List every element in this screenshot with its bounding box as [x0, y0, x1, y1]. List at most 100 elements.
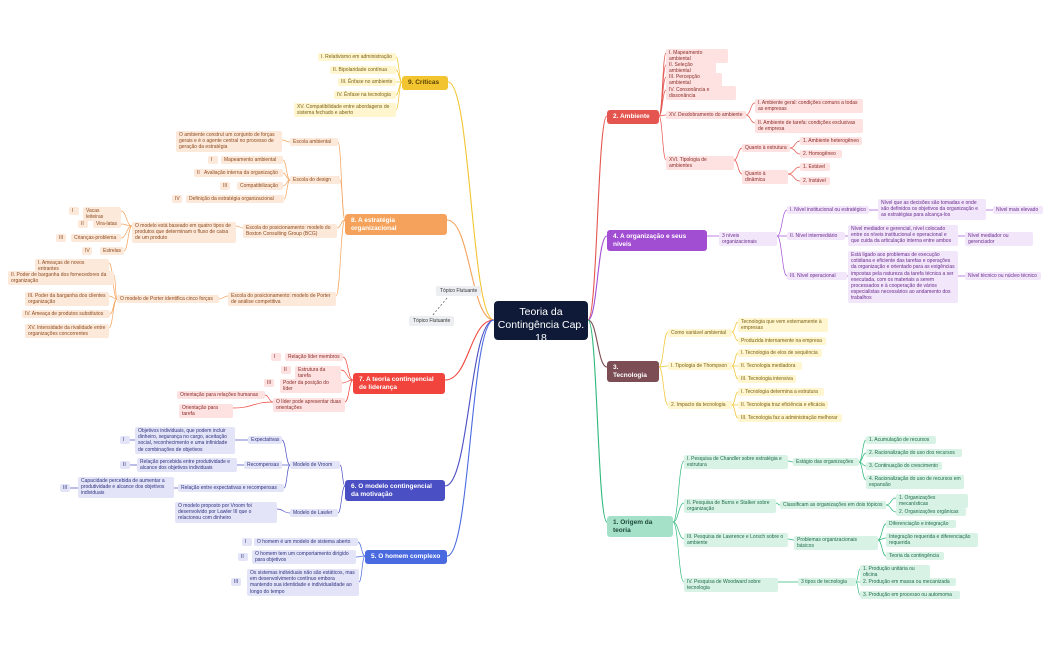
estrategia-subtopic[interactable]: II	[194, 169, 204, 178]
homem-subtopic[interactable]: O homem é um modelo de sistema aberto	[254, 538, 358, 547]
motivacao-subtopic[interactable]: III	[60, 484, 70, 493]
estrategia-subtopic[interactable]: IV	[172, 195, 182, 204]
motivacao-subtopic[interactable]: Recompensas	[244, 461, 282, 470]
main-topic-origem[interactable]: 1. Origem da teoria	[607, 516, 673, 537]
tecnologia-subtopic[interactable]: III. Tecnologia intensiva	[738, 375, 796, 384]
motivacao-subtopic[interactable]: Expectativas	[248, 436, 282, 445]
lideranca-subtopic[interactable]: II	[281, 366, 291, 375]
origem-subtopic[interactable]: IV. Pesquisa de Woodward sobre tecnologi…	[684, 578, 778, 593]
tecnologia-subtopic[interactable]: Tecnologia que vem externamente à empres…	[738, 318, 828, 333]
estrategia-subtopic[interactable]: III	[56, 234, 66, 243]
tecnologia-subtopic[interactable]: 2. Impacto da tecnologia	[668, 401, 732, 410]
motivacao-subtopic[interactable]: Capacidade percebida de aumentar a produ…	[78, 477, 174, 498]
lideranca-subtopic[interactable]: Orientação para tarefa	[179, 404, 233, 419]
motivacao-subtopic[interactable]: Modelo de Lawler	[290, 509, 338, 518]
estrategia-subtopic[interactable]: O modelo está baseado em quatro tipos de…	[132, 222, 236, 243]
origem-subtopic[interactable]: 2. Racionalização do uso dos recursos	[866, 449, 962, 458]
estrategia-subtopic[interactable]: III. Poder da barganha dos clientes orga…	[25, 292, 109, 307]
ambiente-subtopic[interactable]: I. Ambiente geral: condições comuns a to…	[755, 99, 863, 114]
lideranca-subtopic[interactable]: O líder pode apresentar duas orientações	[273, 398, 345, 413]
lideranca-subtopic[interactable]: Relação líder membros	[285, 353, 343, 362]
estrategia-subtopic[interactable]: IV	[82, 247, 92, 256]
origem-subtopic[interactable]: 3. Continuação do crescimento	[866, 462, 942, 471]
tecnologia-subtopic[interactable]: I. Tecnologia determina a estrutura	[738, 388, 824, 397]
motivacao-subtopic[interactable]: Objetivos individuais, que podem incluir…	[135, 427, 235, 454]
ambiente-subtopic[interactable]: II. Ambiente de tarefa: condições exclus…	[755, 119, 863, 134]
estrategia-subtopic[interactable]: II. Poder de barganha dos fornecedores d…	[8, 271, 114, 286]
estrategia-subtopic[interactable]: Escola ambiental	[290, 138, 338, 147]
central-topic[interactable]: Teoria da Contingência Cap. 18	[494, 301, 588, 344]
estrategia-subtopic[interactable]: O modelo de Porter identifica cinco forç…	[117, 295, 219, 304]
origem-subtopic[interactable]: II. Pesquisa de Burns e Stalker sobre or…	[684, 499, 776, 514]
tecnologia-subtopic[interactable]: II. Tecnologia traz eficiência e eficáci…	[738, 401, 828, 410]
estrategia-subtopic[interactable]: Escola do posicionamento: modelo do Bost…	[243, 224, 337, 239]
main-topic-motivacao[interactable]: 6. O modelo contingencial da motivação	[345, 480, 445, 501]
main-topic-estrategia[interactable]: 8. A estratégia organizacional	[345, 214, 447, 235]
origem-subtopic[interactable]: 1. Organizações mecanísticas	[896, 494, 968, 509]
ambiente-subtopic[interactable]: 2. Homogêneo	[800, 150, 842, 159]
origem-subtopic[interactable]: 4. Racionalização do uso de recursos em …	[866, 475, 964, 490]
origem-subtopic[interactable]: Teoria da contingência	[886, 552, 944, 561]
estrategia-subtopic[interactable]: O ambiente construí um conjunto de força…	[176, 131, 282, 152]
lideranca-subtopic[interactable]: III	[264, 379, 274, 388]
origem-subtopic[interactable]: 3. Produção em processo ou automoma	[860, 591, 960, 600]
estrategia-subtopic[interactable]: Vacas leiteiras	[83, 207, 121, 222]
main-topic-lideranca[interactable]: 7. A teoria contingencial de liderança	[353, 373, 445, 394]
estrategia-subtopic[interactable]: Estrelas	[100, 247, 124, 256]
origem-subtopic[interactable]: Classificam as organizações em dois tópi…	[780, 501, 886, 510]
lideranca-subtopic[interactable]: Estrutura da tarefa	[295, 366, 341, 381]
motivacao-subtopic[interactable]: Relação percebida entre produtividade e …	[137, 458, 237, 473]
estrategia-subtopic[interactable]: Vira-latas	[93, 220, 121, 229]
organizacao-subtopic[interactable]: Nível técnico ou núcleo técnico	[965, 272, 1041, 281]
ambiente-subtopic[interactable]: 1. Estável	[800, 163, 830, 172]
homem-subtopic[interactable]: I	[242, 538, 252, 547]
ambiente-subtopic[interactable]: III. Percepção ambiental	[666, 73, 722, 88]
tecnologia-subtopic[interactable]: III. Tecnologia faz a administração melh…	[738, 414, 842, 423]
motivacao-subtopic[interactable]: Relação entre expectativas e recompensas	[178, 484, 284, 493]
homem-subtopic[interactable]: II	[238, 553, 248, 562]
organizacao-subtopic[interactable]: III. Nível operacional	[787, 272, 847, 281]
lideranca-subtopic[interactable]: Poder da posição do líder	[280, 379, 342, 394]
estrategia-subtopic[interactable]: Crianças-problema	[71, 234, 121, 243]
organizacao-subtopic[interactable]: II. Nível intermediário	[787, 232, 845, 241]
estrategia-subtopic[interactable]: IV. Ameaça de produtos substitutos	[22, 310, 110, 319]
homem-subtopic[interactable]: III	[231, 578, 241, 587]
origem-subtopic[interactable]: I. Pesquisa de Chandler sobre estratégia…	[684, 455, 788, 470]
origem-subtopic[interactable]: 2. Produção em massa ou mecanizada	[860, 578, 956, 587]
main-topic-criticas[interactable]: 9. Críticas	[402, 76, 448, 90]
lideranca-subtopic[interactable]: Orientação para relações humanas	[177, 391, 265, 400]
main-topic-organizacao[interactable]: 4. A organização e seus níveis	[607, 230, 707, 251]
criticas-subtopic[interactable]: XV. Compatibilidade entre abordagens de …	[294, 103, 396, 118]
floating-topic[interactable]: Tópico Flutuante	[436, 286, 482, 296]
ambiente-subtopic[interactable]: Quanto à dinâmica	[742, 170, 788, 185]
origem-subtopic[interactable]: Diferenciação e integração	[886, 520, 956, 529]
origem-subtopic[interactable]: 1. Acumulação de recursos	[866, 436, 936, 445]
estrategia-subtopic[interactable]: I	[69, 207, 79, 216]
ambiente-subtopic[interactable]: I. Mapeamento ambiental	[666, 49, 728, 64]
tecnologia-subtopic[interactable]: Produzida internamente na empresa	[738, 337, 826, 346]
criticas-subtopic[interactable]: II. Bipolaridade contínua	[330, 66, 396, 75]
main-topic-tecnologia[interactable]: 3. Tecnologia	[607, 361, 659, 382]
motivacao-subtopic[interactable]: I	[120, 436, 130, 445]
origem-subtopic[interactable]: 2. Organizações orgânicas	[896, 508, 966, 517]
criticas-subtopic[interactable]: III. Ênfase no ambiente	[338, 78, 396, 87]
ambiente-subtopic[interactable]: II. Seleção ambiental	[666, 61, 716, 76]
tecnologia-subtopic[interactable]: Como variável ambiental	[668, 329, 732, 338]
motivacao-subtopic[interactable]: Modelo de Vroom	[290, 461, 340, 470]
estrategia-subtopic[interactable]: I	[208, 156, 218, 165]
main-topic-homem[interactable]: 5. O homem complexo	[365, 550, 447, 564]
organizacao-subtopic[interactable]: Nível que as decisões são tomadas e onde…	[878, 199, 986, 220]
organizacao-subtopic[interactable]: Está ligado aos problemas de execução co…	[848, 251, 958, 303]
ambiente-subtopic[interactable]: IV. Consonância e dissonância	[666, 86, 736, 101]
estrategia-subtopic[interactable]: XV. Intensidade da rivalidade entre orga…	[25, 324, 109, 339]
motivacao-subtopic[interactable]: II	[120, 461, 130, 470]
criticas-subtopic[interactable]: IV. Ênfase na tecnologia	[334, 91, 396, 100]
origem-subtopic[interactable]: 3 tipos de tecnologia	[798, 578, 856, 587]
origem-subtopic[interactable]: Integração requerida e diferenciação req…	[886, 533, 978, 548]
organizacao-subtopic[interactable]: 3 níveis organizacionais	[719, 232, 777, 247]
origem-subtopic[interactable]: III. Pesquisa de Lawrence e Lorsch sobre…	[684, 533, 788, 548]
organizacao-subtopic[interactable]: Nível mediador e gerencial, nível coloca…	[848, 225, 958, 246]
tecnologia-subtopic[interactable]: II. Tecnologia mediadora	[738, 362, 802, 371]
origem-subtopic[interactable]: Estágio das organizações	[793, 458, 859, 467]
main-topic-ambiente[interactable]: 2. Ambiente	[607, 110, 659, 124]
